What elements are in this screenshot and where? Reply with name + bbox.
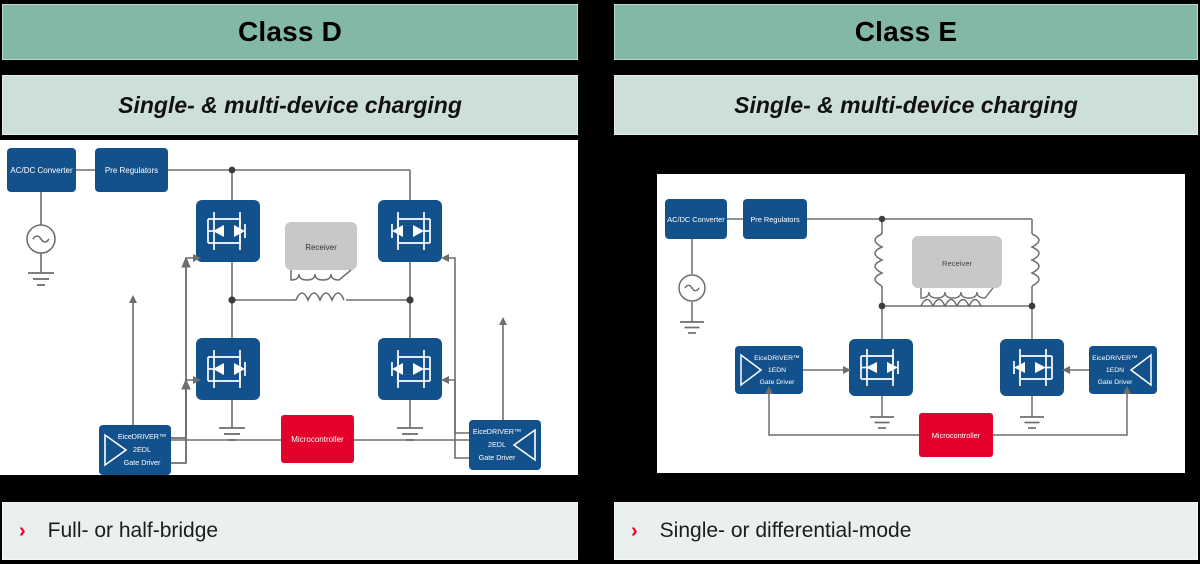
junction-dot — [406, 296, 414, 304]
gate-driver-right-line2: 2EDL — [488, 440, 506, 449]
gate-driver-left-line1: EiceDRIVER™ — [118, 432, 166, 441]
class-e-footer: › Single- or differential-mode — [614, 502, 1198, 560]
inductor-right — [1030, 233, 1040, 287]
junction-dot — [228, 166, 236, 174]
mosfet-upper-left — [196, 200, 260, 262]
block-gate-driver-right: EiceDRIVER™ 1EDN Gate Driver — [1089, 346, 1157, 394]
gate-driver-right-line1: EiceDRIVER™ — [473, 427, 521, 436]
gate-driver-left-line1: EiceDRIVER™ — [754, 355, 800, 362]
class-e-diagram-panel: AC/DC Converter Pre Regulators Receiver — [657, 174, 1185, 473]
ground-symbol — [397, 427, 423, 441]
class-d-footer: › Full- or half-bridge — [2, 502, 578, 560]
gate-driver-left-line3: Gate Driver — [124, 458, 161, 467]
class-e-header: Class E — [614, 4, 1198, 60]
block-pre-regulators-label: Pre Regulators — [750, 215, 800, 224]
junction-dot — [878, 302, 886, 310]
ground-symbol — [680, 321, 704, 334]
block-microcontroller: Microcontroller — [919, 413, 993, 457]
mosfet-lower-left — [196, 338, 260, 400]
ground-symbol — [219, 427, 245, 441]
bullet-chevron-icon: › — [631, 519, 638, 542]
gate-driver-left-line3: Gate Driver — [760, 379, 795, 386]
block-gate-driver-left: EiceDRIVER™ 1EDN Gate Driver — [735, 346, 803, 394]
mosfet-upper-right — [378, 200, 442, 262]
block-acdc-converter-label: AC/DC Converter — [10, 166, 73, 175]
block-pre-regulators: Pre Regulators — [95, 148, 168, 192]
class-d-footer-label: Full- or half-bridge — [47, 519, 219, 542]
class-d-header-label: Class D — [237, 16, 343, 47]
block-receiver-label: Receiver — [305, 243, 337, 252]
gate-driver-left-line2: 1EDN — [768, 367, 786, 374]
block-microcontroller-label: Microcontroller — [291, 435, 344, 444]
mosfet-right — [1000, 339, 1064, 396]
junction-dot — [878, 215, 886, 223]
arrow-mcu-to-driver-right — [499, 317, 507, 325]
inductor-left — [874, 233, 884, 287]
transmitter-coil — [920, 298, 982, 308]
mosfet-lower-right — [378, 338, 442, 400]
ground-symbol — [1020, 416, 1044, 429]
block-acdc-converter-label: AC/DC Converter — [667, 215, 725, 224]
class-d-diagram-panel: AC/DC Converter Pre Regulators — [0, 140, 578, 475]
ground-symbol — [870, 416, 894, 429]
block-pre-regulators-label: Pre Regulators — [105, 166, 158, 175]
class-e-footer-label: Single- or differential-mode — [659, 519, 912, 542]
ac-source-symbol — [26, 224, 56, 254]
class-d-subtitle: Single- & multi-device charging — [2, 75, 578, 135]
arrow-mcu-to-driver-left — [765, 386, 773, 394]
gate-driver-right-line2: 1EDN — [1106, 367, 1124, 374]
bullet-chevron-icon: › — [19, 519, 26, 542]
ac-source-symbol — [678, 274, 706, 302]
block-acdc-converter: AC/DC Converter — [7, 148, 76, 192]
block-receiver: Receiver — [285, 222, 357, 270]
junction-dot — [1028, 302, 1036, 310]
gate-driver-right-line3: Gate Driver — [1098, 379, 1133, 386]
arrow-mcu-to-driver-right — [1123, 386, 1131, 394]
class-e-subtitle-label: Single- & multi-device charging — [734, 91, 1078, 118]
block-microcontroller-label: Microcontroller — [932, 431, 981, 440]
arrow-mcu-to-driver-left — [129, 295, 137, 303]
block-acdc-converter: AC/DC Converter — [665, 199, 727, 239]
gate-driver-right-line3: Gate Driver — [479, 453, 516, 462]
mosfet-left — [849, 339, 913, 396]
class-d-circuit-diagram: AC/DC Converter Pre Regulators — [7, 148, 541, 475]
receiver-coil — [920, 287, 994, 299]
class-e-subtitle: Single- & multi-device charging — [614, 75, 1198, 135]
class-e-header-label: Class E — [854, 16, 958, 47]
receiver-coil — [290, 269, 352, 281]
class-e-circuit-diagram: AC/DC Converter Pre Regulators Receiver — [665, 199, 1157, 457]
block-gate-driver-right: EiceDRIVER™ 2EDL Gate Driver — [469, 420, 541, 470]
ground-symbol — [28, 272, 54, 286]
block-microcontroller: Microcontroller — [281, 415, 354, 463]
block-receiver: Receiver — [912, 236, 1002, 288]
class-d-header: Class D — [2, 4, 578, 60]
gate-driver-left-line2: 2EDL — [133, 445, 151, 454]
gate-driver-right-line1: EiceDRIVER™ — [1092, 355, 1138, 362]
class-d-subtitle-label: Single- & multi-device charging — [118, 91, 462, 118]
transmitter-coil — [295, 292, 345, 303]
block-receiver-label: Receiver — [942, 259, 972, 268]
block-gate-driver-left: EiceDRIVER™ 2EDL Gate Driver — [99, 425, 171, 475]
block-pre-regulators: Pre Regulators — [743, 199, 807, 239]
junction-dot — [228, 296, 236, 304]
